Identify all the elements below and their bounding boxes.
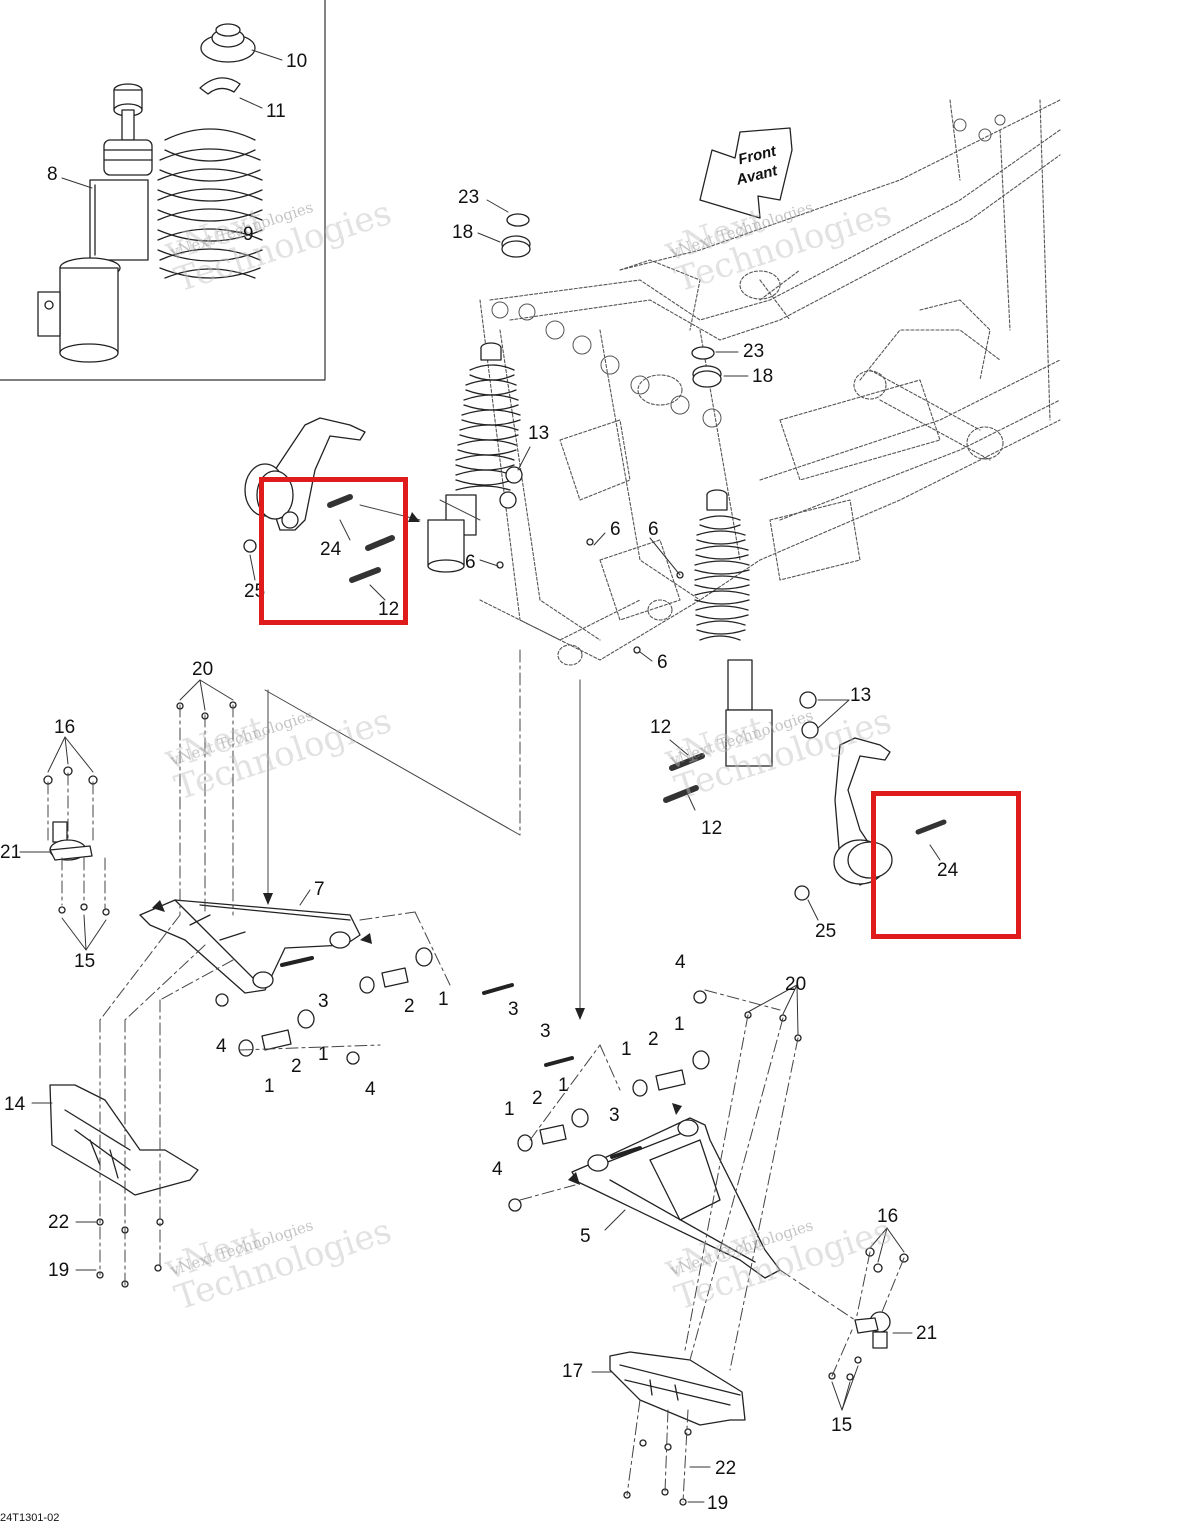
callout-22: 22 <box>715 1458 737 1479</box>
bushings-1-2-3 <box>215 947 710 1212</box>
callout-2: 2 <box>648 1029 659 1050</box>
callout-9: 9 <box>243 224 254 245</box>
highlight-box-left <box>259 477 408 625</box>
front-arrow-icon <box>699 127 793 219</box>
callout-18: 18 <box>752 366 774 387</box>
callout-1: 1 <box>318 1044 329 1065</box>
callout-4: 4 <box>492 1159 503 1180</box>
callout-14: 14 <box>4 1094 26 1115</box>
bushing-18-23-right <box>691 346 722 388</box>
callout-15: 15 <box>74 951 96 972</box>
callout-3: 3 <box>508 999 519 1020</box>
callout-1: 1 <box>621 1039 632 1060</box>
callout-21: 21 <box>0 842 22 863</box>
callout-15: 15 <box>831 1415 853 1436</box>
callout-20: 20 <box>192 659 214 680</box>
callout-20: 20 <box>785 974 807 995</box>
spring-retainer-10 <box>200 23 256 63</box>
callout-4: 4 <box>675 952 686 973</box>
callout-6: 6 <box>648 519 659 540</box>
callout-23: 23 <box>743 341 765 362</box>
lower-a-arm-5 <box>571 1117 781 1279</box>
inset-frame <box>0 0 326 381</box>
frame-holes <box>491 114 1006 428</box>
skid-plate-14 <box>49 1084 199 1196</box>
callout-16: 16 <box>877 1206 899 1227</box>
phantom-lines <box>264 499 581 1011</box>
callout-24: 24 <box>320 539 342 560</box>
callout-22: 22 <box>48 1212 70 1233</box>
callout-6: 6 <box>657 652 668 673</box>
arrowheads <box>152 512 682 1185</box>
callout-18: 18 <box>452 222 474 243</box>
callout-3: 3 <box>318 991 329 1012</box>
callout-16: 16 <box>54 717 76 738</box>
callout-1: 1 <box>264 1076 275 1097</box>
callout-1: 1 <box>558 1075 569 1096</box>
callout-10: 10 <box>286 51 308 72</box>
ball-joint-21-left <box>49 821 93 861</box>
callout-12: 12 <box>650 717 672 738</box>
callout-13: 13 <box>528 423 550 444</box>
callout-3: 3 <box>609 1105 620 1126</box>
callout-25: 25 <box>815 921 837 942</box>
callout-12: 12 <box>378 599 400 620</box>
ball-joint-21-right <box>854 1311 891 1349</box>
callout-4: 4 <box>365 1079 376 1100</box>
callout-7: 7 <box>314 879 325 900</box>
callout-6: 6 <box>610 519 621 540</box>
callout-19: 19 <box>707 1493 729 1514</box>
callout-6: 6 <box>465 552 476 573</box>
alignment-lines <box>47 649 905 1503</box>
diagram-code: 24T1301-02 <box>0 1512 60 1524</box>
fasteners <box>43 538 909 1506</box>
vehicle-frame <box>479 99 1061 666</box>
callout-21: 21 <box>916 1323 938 1344</box>
shock-absorber-8 <box>37 83 153 363</box>
callout-8: 8 <box>47 164 58 185</box>
callout-1: 1 <box>674 1014 685 1035</box>
bolts-12-24-left <box>243 466 523 583</box>
callout-5: 5 <box>580 1226 591 1247</box>
coil-spring-9 <box>157 128 263 279</box>
callout-24: 24 <box>937 860 959 881</box>
callout-12: 12 <box>701 818 723 839</box>
callout-13: 13 <box>850 685 872 706</box>
callout-19: 19 <box>48 1260 70 1281</box>
highlight-box-right <box>871 791 1021 939</box>
callout-23: 23 <box>458 187 480 208</box>
callout-1: 1 <box>504 1099 515 1120</box>
shock-absorber-left <box>427 342 521 573</box>
callout-2: 2 <box>532 1088 543 1109</box>
callout-2: 2 <box>291 1056 302 1077</box>
callout-4: 4 <box>216 1036 227 1057</box>
callout-3: 3 <box>540 1021 551 1042</box>
bushing-18-23-left <box>501 213 531 258</box>
callout-17: 17 <box>562 1361 584 1382</box>
upper-a-arm-7 <box>139 899 361 994</box>
callout-11: 11 <box>266 101 286 122</box>
bolts-12-24-right <box>663 691 947 901</box>
callout-1: 1 <box>438 989 449 1010</box>
callout-2: 2 <box>404 996 415 1017</box>
shock-absorber-right <box>694 489 773 767</box>
clip-11 <box>199 77 241 95</box>
leader-lines <box>19 199 941 1503</box>
skid-plate-17 <box>609 1351 746 1426</box>
